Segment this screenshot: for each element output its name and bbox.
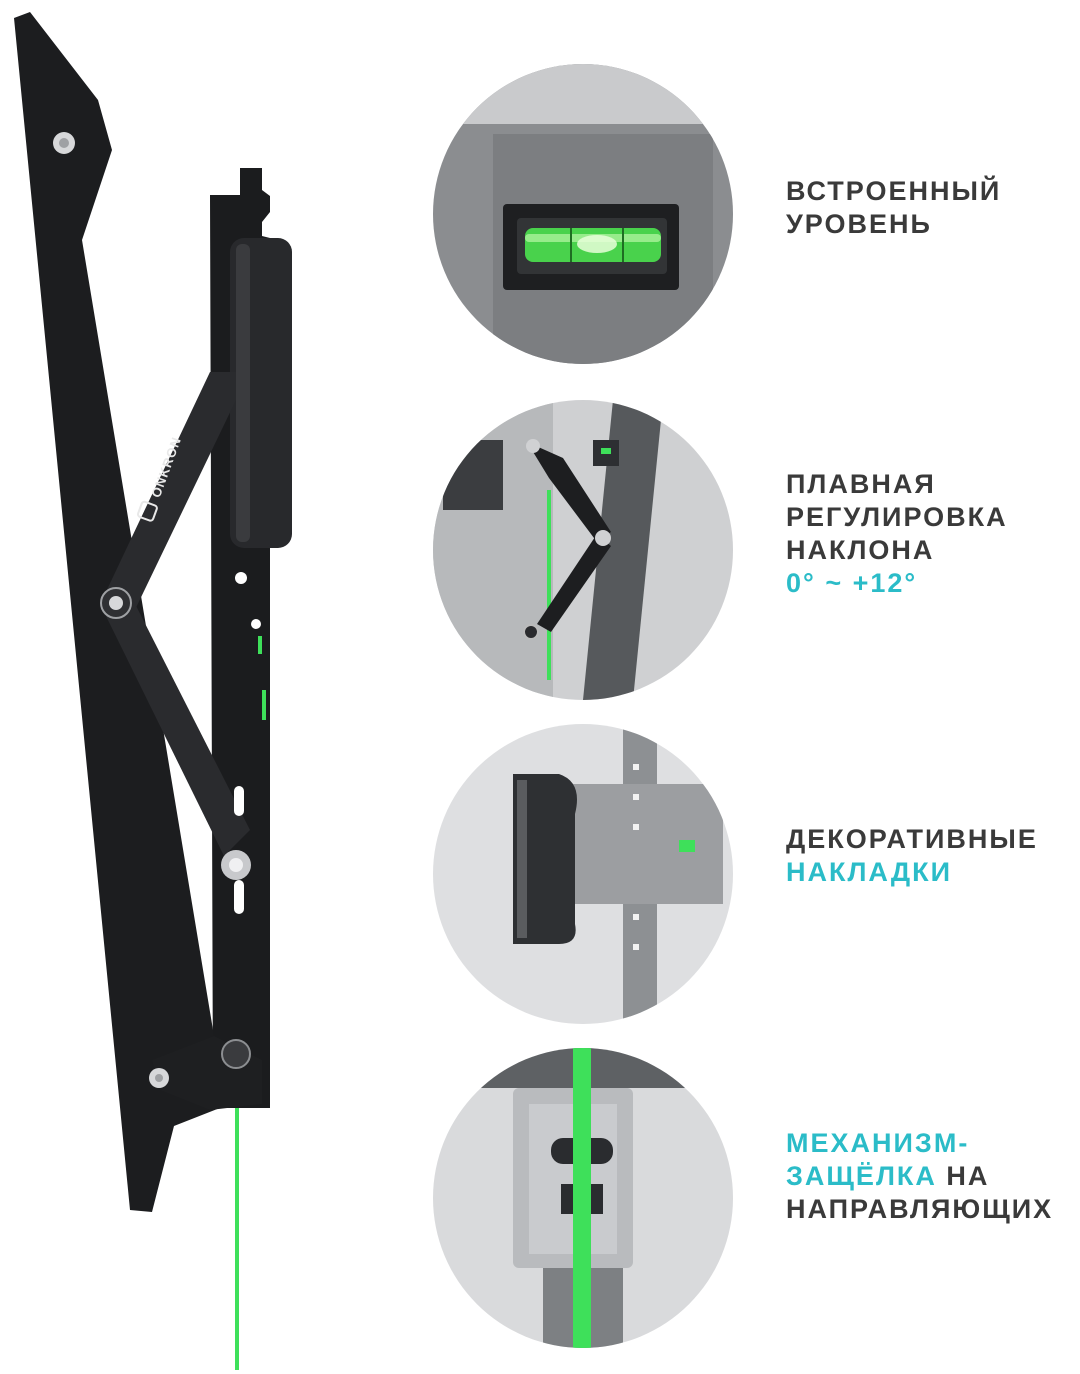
feature-latch-last-line: НАПРАВЛЯЮЩИХ (786, 1194, 1054, 1224)
feature-level-line-1: ВСТРОЕННЫЙ (786, 176, 1002, 206)
feature-latch-accent-1: МЕХАНИЗМ- (786, 1128, 970, 1158)
feature-decorative-covers: ДЕКОРАТИВНЫЕ НАКЛАДКИ (786, 823, 1076, 889)
feature-rail-latch: МЕХАНИЗМ- ЗАЩЁЛКА НА НАПРАВЛЯЮЩИХ (786, 1127, 1076, 1226)
pivot-bottom (221, 1039, 251, 1069)
feature-tilt-line-3: НАКЛОНА (786, 535, 935, 565)
tilt-range-value: 0° ~ +12° (786, 568, 918, 598)
feature-tilt-line-2: РЕГУЛИРОВКА (786, 502, 1008, 532)
scissor-arm-lower (104, 590, 250, 856)
feature-latch-accent-2: ЗАЩЁЛКА (786, 1161, 937, 1191)
feature-tilt-line-1: ПЛАВНАЯ (786, 469, 936, 499)
feature-level-line-2: УРОВЕНЬ (786, 209, 932, 239)
brand-logo-icon (137, 500, 158, 522)
feature-built-in-level: ВСТРОЕННЫЙ УРОВЕНЬ (786, 175, 1076, 241)
decorative-cover-icon (513, 774, 577, 944)
detail-circle-tilt (433, 400, 733, 700)
laser-line (235, 1100, 239, 1370)
feature-covers-accent: НАКЛАДКИ (786, 857, 953, 887)
detail-circle-latch (433, 1048, 733, 1348)
detail-circle-covers (433, 724, 733, 1024)
detail-circle-level (433, 64, 733, 364)
feature-covers-line-1: ДЕКОРАТИВНЫЕ (786, 824, 1038, 854)
feature-latch-tail: НА (936, 1161, 990, 1191)
scissor-arm-upper (104, 372, 236, 616)
tv-mount-side-view: ONKRON (14, 12, 292, 1370)
tilt-arm-icon (527, 442, 611, 542)
feature-tilt-adjustment: ПЛАВНАЯ РЕГУЛИРОВКА НАКЛОНА 0° ~ +12° (786, 468, 1076, 600)
